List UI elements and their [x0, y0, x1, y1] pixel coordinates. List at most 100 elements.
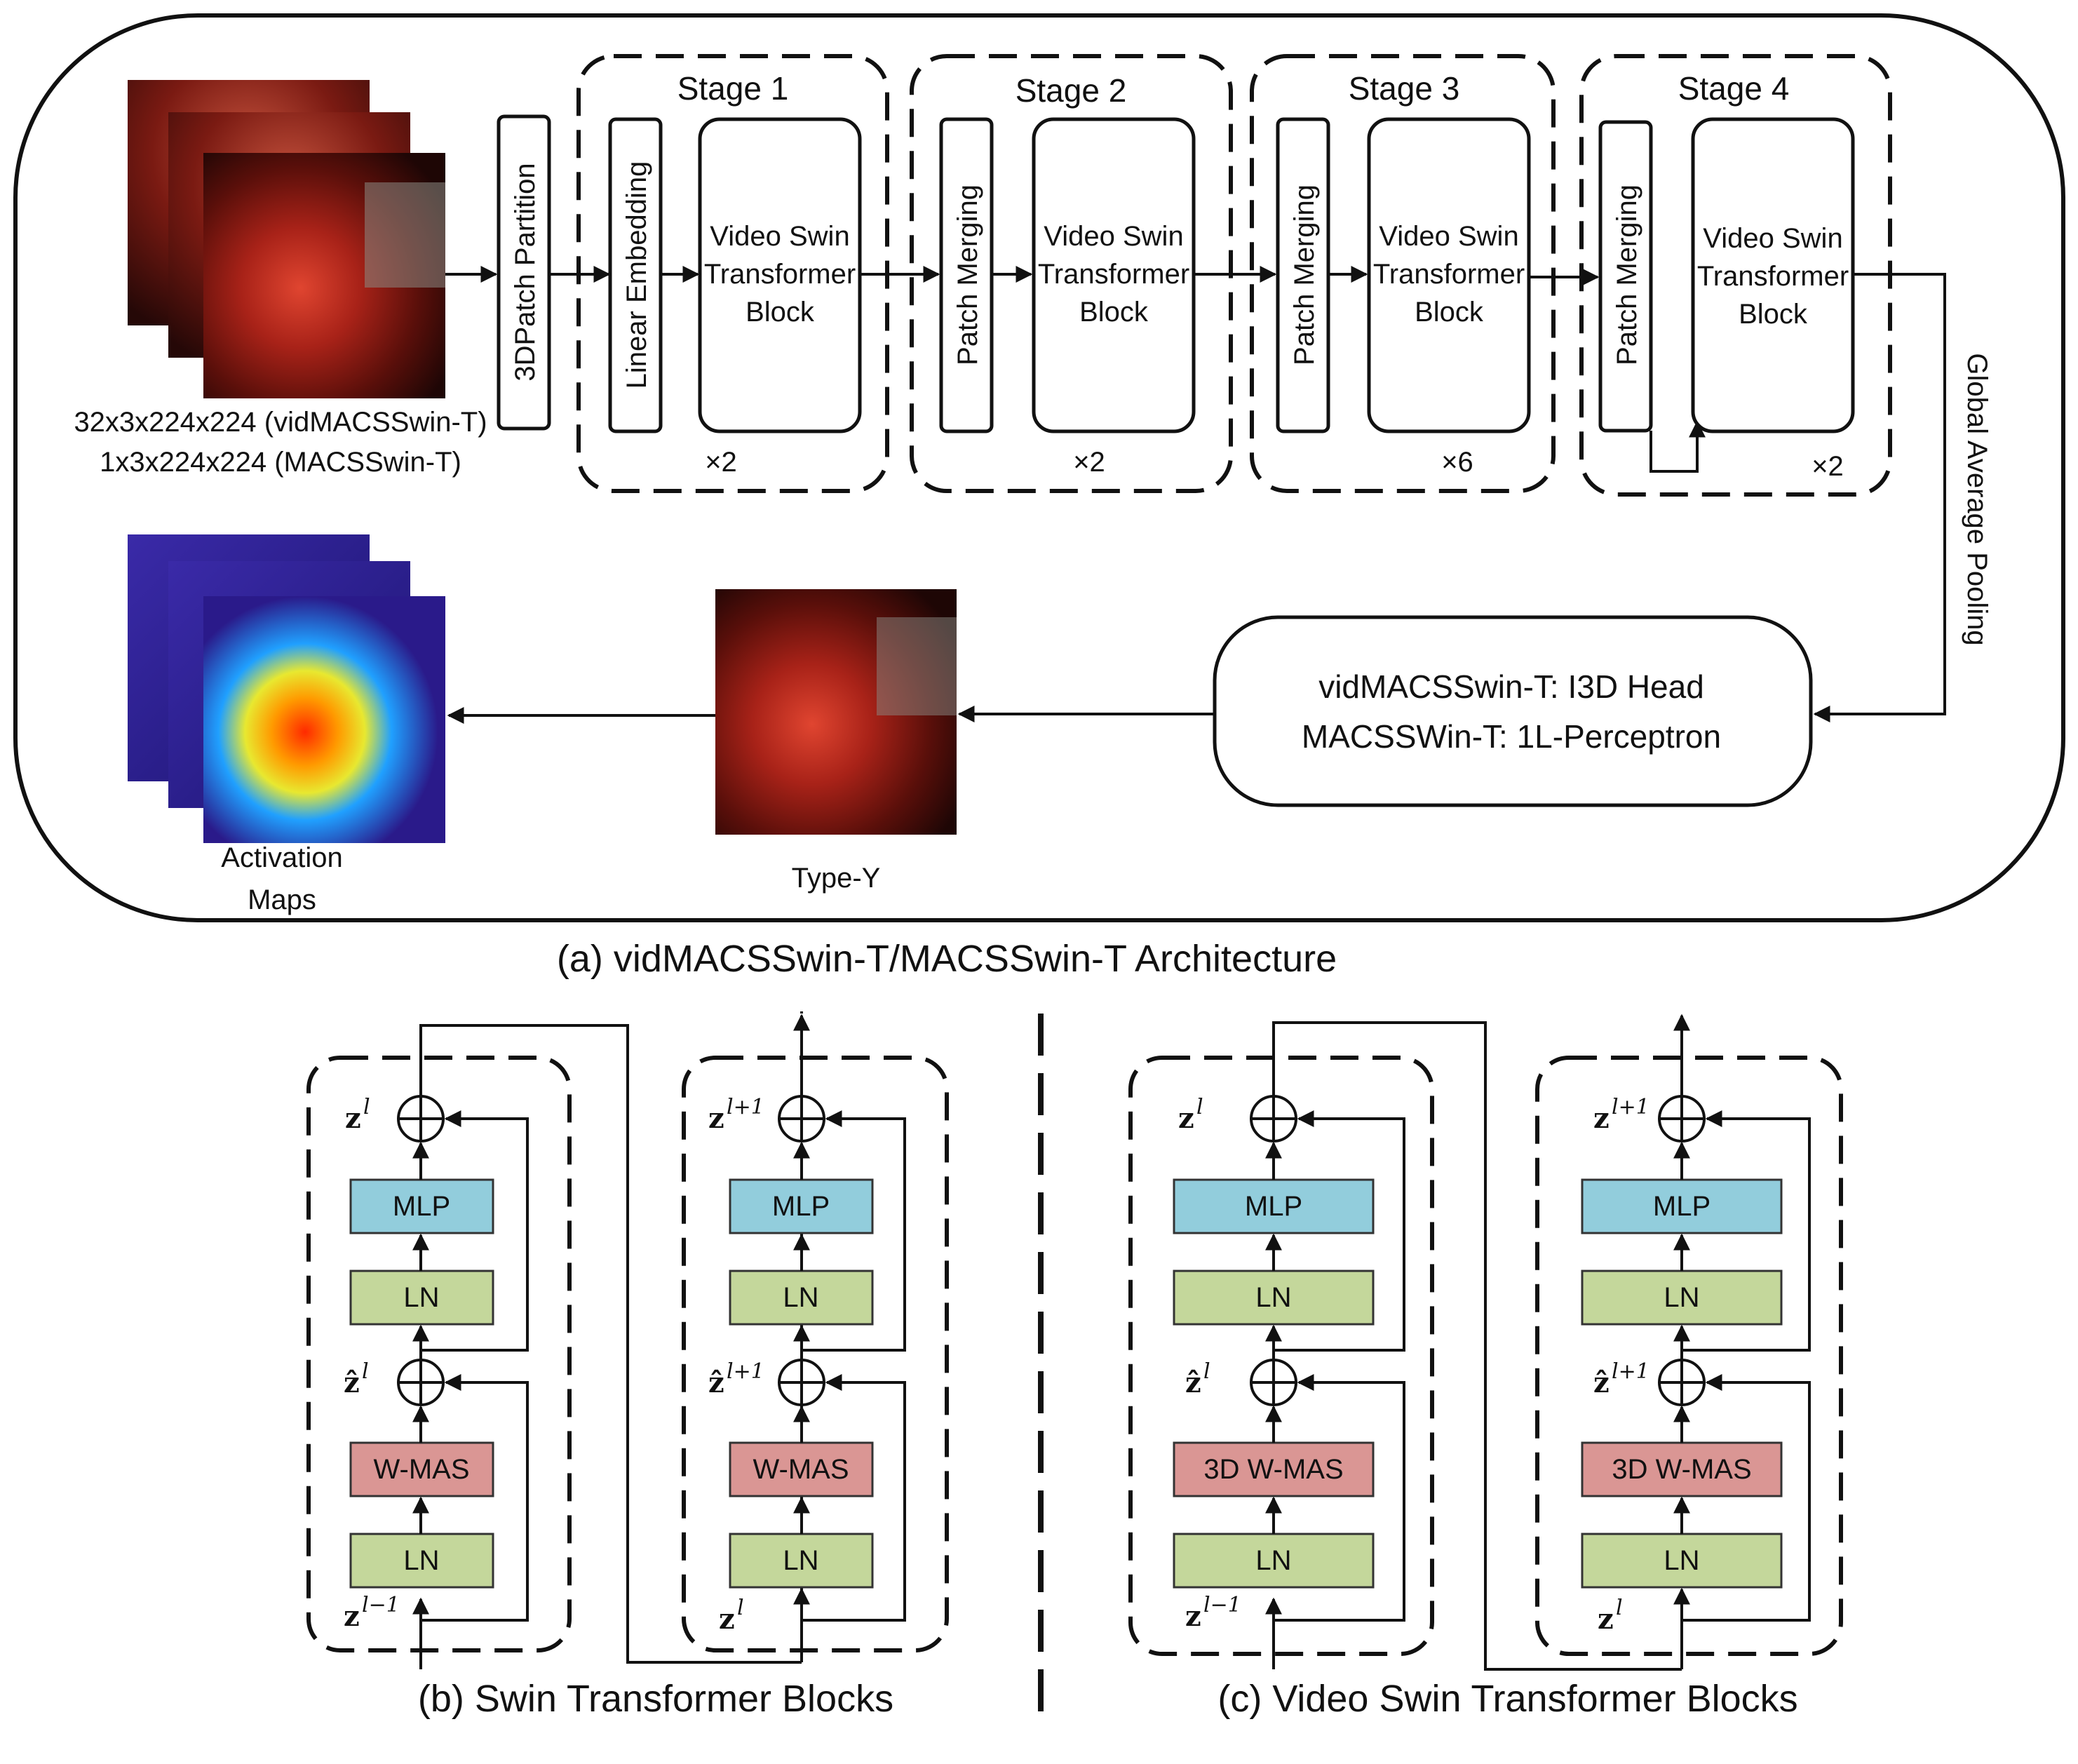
b1-zhat: ẑ [344, 1366, 360, 1399]
stage4-repeat: ×2 [1811, 451, 1844, 482]
c2-ln-bottom-label: LN [1664, 1545, 1699, 1576]
b2-mlp [729, 1178, 874, 1234]
stage3-frame [1250, 54, 1556, 493]
c1-ln-top [1173, 1270, 1375, 1326]
c1-attn [1173, 1441, 1375, 1497]
stage4-block-line3: Block [1739, 299, 1808, 330]
b2-mlp-label: MLP [772, 1191, 830, 1222]
c2-ln-top [1581, 1270, 1783, 1326]
stage3-block [1367, 117, 1531, 433]
panel-c-caption: (c) Video Swin Transformer Blocks [1217, 1678, 1797, 1720]
stage4-patch-merging-box [1598, 120, 1653, 433]
b2-ln-bottom [729, 1533, 874, 1589]
activation-map-front [203, 596, 445, 843]
head-line2: MACSSWin-T: 1L-Perceptron [1302, 718, 1721, 755]
patch-partition-label: 3DPatch Partition [510, 163, 541, 381]
b1-zhat-sup: l [362, 1359, 369, 1384]
panel-c: MLP LN 3D W-MAS LN z l ẑ l z l−1 [1128, 1014, 1843, 1720]
c2-zhat: ẑ [1593, 1366, 1610, 1399]
b2-zhat: ẑ [708, 1366, 724, 1399]
c1-mlp [1173, 1178, 1375, 1234]
panel-b-caption: (b) Swin Transformer Blocks [418, 1678, 893, 1720]
c-block2-frame [1535, 1056, 1843, 1656]
stage4-patch-merging-label: Patch Merging [1612, 184, 1642, 365]
b1-ln-bottom [349, 1533, 494, 1589]
b-block1-frame [306, 1056, 572, 1652]
c1-z-top-sup: l [1196, 1095, 1203, 1119]
c2-z-bottom: z [1598, 1603, 1614, 1636]
b-block1: MLP LN W-MAS LN z l ẑ l z l−1 [344, 1095, 529, 1633]
activation-line1: Activation [221, 842, 342, 873]
stage2-block-line2: Transformer [1038, 259, 1189, 290]
patch-partition-box [497, 114, 551, 431]
stage2-block-line3: Block [1079, 297, 1149, 328]
c2-attn-label: 3D W-MAS [1612, 1454, 1751, 1485]
panel-a: 32x3x224x224 (vidMACSSwin-T) 1x3x224x224… [13, 13, 2065, 980]
stage2-repeat: ×2 [1073, 447, 1105, 478]
b1-ln-top [349, 1270, 494, 1326]
b2-z-bottom: z [719, 1603, 735, 1636]
stage1-title: Stage 1 [677, 70, 789, 107]
stage2-title: Stage 2 [1016, 72, 1127, 109]
stage3-block-line3: Block [1415, 297, 1484, 328]
c2-ln-bottom [1581, 1533, 1783, 1589]
stage4-block-line1: Video Swin [1703, 223, 1842, 254]
b2-z-bottom-sup: l [737, 1596, 744, 1620]
stage2-patch-merging-label: Patch Merging [952, 184, 983, 365]
input-dims-line2: 1x3x224x224 (MACSSwin-T) [100, 447, 461, 478]
panel-b: MLP LN W-MAS LN z l ẑ l z l−1 [306, 1011, 949, 1720]
c1-zhat-sup: l [1203, 1359, 1210, 1384]
head-box [1213, 615, 1813, 807]
c-block1: MLP LN 3D W-MAS LN z l ẑ l z l−1 [1173, 1095, 1405, 1633]
activation-line2: Maps [248, 884, 316, 915]
b-block2-frame [682, 1056, 949, 1652]
b1-ln-bottom-label: LN [403, 1545, 439, 1576]
stage1-block-line2: Transformer [704, 259, 856, 290]
stage4-title: Stage 4 [1678, 70, 1790, 107]
c1-ln-top-label: LN [1255, 1282, 1291, 1313]
c1-ln-bottom [1173, 1533, 1375, 1589]
b-block2: MLP LN W-MAS LN z l+1 ẑ l+1 z l [708, 1014, 906, 1662]
c1-z-bottom-sup: l−1 [1203, 1593, 1241, 1617]
b1-mlp [349, 1178, 494, 1234]
c1-z-bottom: z [1185, 1600, 1201, 1633]
c2-z-top-sup: l+1 [1612, 1095, 1649, 1119]
stage3-block-line1: Video Swin [1379, 221, 1518, 252]
panel-a-caption: (a) vidMACSSwin-T/MACSSwin-T Architectur… [557, 938, 1337, 980]
b2-zhat-sup: l+1 [727, 1359, 764, 1384]
linear-embedding-label: Linear Embedding [621, 161, 652, 389]
b1-z-top: z [345, 1102, 361, 1135]
stage3-title: Stage 3 [1349, 70, 1460, 107]
b2-ln-top-label: LN [783, 1282, 818, 1313]
b1-mlp-label: MLP [393, 1191, 450, 1222]
stage4-block-line2: Transformer [1697, 261, 1849, 292]
b1-z-bottom: z [344, 1600, 360, 1633]
c2-mlp-label: MLP [1653, 1191, 1711, 1222]
b1-ln-top-label: LN [403, 1282, 439, 1313]
b2-ln-top [729, 1270, 874, 1326]
c2-mlp [1581, 1178, 1783, 1234]
b1-z-bottom-sup: l−1 [362, 1593, 400, 1617]
c2-ln-top-label: LN [1664, 1282, 1699, 1313]
c1-ln-bottom-label: LN [1255, 1545, 1291, 1576]
c2-zhat-sup: l+1 [1612, 1359, 1649, 1384]
pooling-label: Global Average Pooling [1962, 353, 1992, 645]
c-block2: MLP LN 3D W-MAS LN z l+1 ẑ l+1 z l [1581, 1014, 1811, 1669]
b1-attn-label: W-MAS [373, 1454, 469, 1485]
stage3-patch-merging-label: Patch Merging [1289, 184, 1320, 365]
type-y-label: Type-Y [792, 863, 881, 894]
stage3-block-line2: Transformer [1373, 259, 1525, 290]
panel-a-frame [13, 13, 2065, 922]
c1-zhat: ẑ [1185, 1366, 1201, 1399]
stage1-block-line1: Video Swin [710, 221, 849, 252]
b2-attn [729, 1441, 874, 1497]
input-frames [128, 80, 445, 398]
c2-z-bottom-sup: l [1616, 1596, 1623, 1620]
b2-ln-bottom-label: LN [783, 1545, 818, 1576]
stage1-repeat: ×2 [705, 447, 737, 478]
c1-z-top: z [1178, 1102, 1194, 1135]
head-line1: vidMACSSwin-T: I3D Head [1318, 668, 1704, 705]
input-dims-line1: 32x3x224x224 (vidMACSSwin-T) [74, 407, 487, 438]
b2-z-top-sup: l+1 [727, 1095, 764, 1119]
